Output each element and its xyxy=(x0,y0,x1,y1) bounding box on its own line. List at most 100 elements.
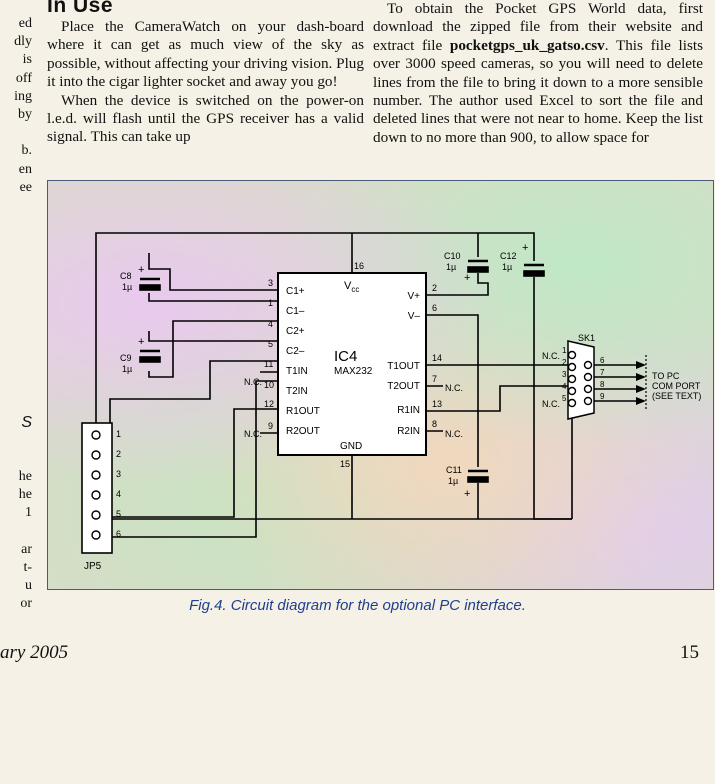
svg-text:C11: C11 xyxy=(446,465,462,475)
left-column-fragments-2: S xyxy=(0,414,32,432)
svg-text:9: 9 xyxy=(600,392,605,401)
fragment-line: en xyxy=(18,161,32,177)
svg-text:12: 12 xyxy=(264,399,274,409)
svg-text:3: 3 xyxy=(116,469,121,479)
c8-bottom-wire xyxy=(148,293,278,302)
svg-text:4: 4 xyxy=(562,382,567,391)
ic-left-pin-names: C1+ C1– C2+ C2– T1IN T2IN R1OUT R2OUT xyxy=(286,286,320,437)
header-pin5-wire xyxy=(110,408,278,518)
svg-text:C1+: C1+ xyxy=(286,286,305,297)
svg-text:+: + xyxy=(138,336,144,348)
svg-text:N.C.: N.C. xyxy=(542,351,560,361)
svg-text:N.C.: N.C. xyxy=(244,377,262,387)
fragment-line: 1 xyxy=(25,505,32,521)
capacitor-labels: C8 1µ + C9 1µ + C10 1µ + C12 1µ + C11 1µ… xyxy=(120,242,528,500)
sk1-left-pin-numbers: 1 2 3 4 5 xyxy=(562,346,567,403)
svg-text:N.C.: N.C. xyxy=(445,383,463,393)
paragraph: To obtain the Pocket GPS World data, fir… xyxy=(373,0,703,147)
fragment-line xyxy=(0,523,32,541)
svg-text:5: 5 xyxy=(268,339,273,349)
ic-right-pin-numbers: 2 6 14 7 13 8 xyxy=(432,283,442,429)
svg-text:COM PORT: COM PORT xyxy=(652,381,701,391)
svg-text:14: 14 xyxy=(432,353,442,363)
svg-text:+: + xyxy=(522,242,528,254)
fragment-line: ar xyxy=(21,541,32,557)
c9-top-wire xyxy=(148,331,278,342)
svg-text:R1OUT: R1OUT xyxy=(286,406,320,417)
fragment-line: b. xyxy=(21,143,33,159)
section-heading: In Use xyxy=(47,0,114,17)
svg-text:+: + xyxy=(464,272,470,284)
paragraph: Place the CameraWatch on your dash-board… xyxy=(47,18,364,91)
text-run: To obtain the Pocket GPS World data, fir… xyxy=(373,0,703,54)
svg-text:C8: C8 xyxy=(120,271,132,281)
svg-text:1µ: 1µ xyxy=(122,282,132,292)
svg-text:R2OUT: R2OUT xyxy=(286,426,320,437)
fragment-line xyxy=(0,124,32,142)
svg-text:10: 10 xyxy=(264,380,274,390)
svg-text:6: 6 xyxy=(116,529,121,539)
gnd-label: GND xyxy=(340,441,362,452)
svg-text:1µ: 1µ xyxy=(446,262,456,272)
pc-arrows xyxy=(636,361,646,405)
ic-right-pin-names: V+ V– T1OUT T2OUT R1IN R2IN xyxy=(387,291,420,437)
gnd-pin-number: 15 xyxy=(340,459,350,469)
svg-text:9: 9 xyxy=(268,421,273,431)
svg-text:T1IN: T1IN xyxy=(286,366,308,377)
paragraph: When the device is switched on the power… xyxy=(47,91,364,146)
ic-body xyxy=(277,272,427,456)
svg-text:5: 5 xyxy=(116,509,121,519)
c11-top-wire xyxy=(426,314,479,467)
svg-text:C9: C9 xyxy=(120,353,132,363)
svg-text:1µ: 1µ xyxy=(122,364,132,374)
fragment-line: off xyxy=(15,70,32,86)
svg-text:2: 2 xyxy=(432,283,437,293)
svg-text:1µ: 1µ xyxy=(502,262,512,272)
svg-text:T2IN: T2IN xyxy=(286,386,308,397)
svg-text:R1IN: R1IN xyxy=(397,405,420,416)
c8-top-wire xyxy=(148,253,278,291)
text-column-middle: Place the CameraWatch on your dash-board… xyxy=(47,18,364,147)
jp5-label: JP5 xyxy=(84,561,102,572)
top-bus-wire xyxy=(95,232,535,431)
svg-text:6: 6 xyxy=(600,356,605,365)
vcc-pin-number: 16 xyxy=(354,261,364,271)
svg-text:1: 1 xyxy=(116,429,121,439)
svg-text:C1–: C1– xyxy=(286,306,305,317)
footer-issue-date: ary 2005 xyxy=(0,642,69,663)
text-column-right: To obtain the Pocket GPS World data, fir… xyxy=(373,0,703,147)
fragment-line: or xyxy=(20,596,32,612)
filename: pocketgps_uk_gatso.csv xyxy=(449,36,605,54)
left-column-fragments: ed dly is off ing by b. en ee xyxy=(0,15,32,197)
svg-text:V–: V– xyxy=(408,311,421,322)
pc-port-label: TO PC COM PORT (SEE TEXT) xyxy=(652,371,701,401)
ic-left-pin-numbers: 3 1 4 5 11 10 12 9 xyxy=(264,278,274,431)
svg-text:13: 13 xyxy=(432,399,442,409)
fragment-line: dly xyxy=(14,34,32,50)
header-pin6-wire xyxy=(110,380,278,538)
svg-text:2: 2 xyxy=(116,449,121,459)
svg-text:R2IN: R2IN xyxy=(397,426,420,437)
fragment-line: S xyxy=(21,414,32,431)
fragment-line: ed xyxy=(18,16,32,31)
fragment-line: by xyxy=(18,106,32,122)
vcc-label: Vcc xyxy=(344,280,359,294)
svg-text:N.C.: N.C. xyxy=(445,429,463,439)
svg-text:7: 7 xyxy=(600,368,605,377)
page-number: 15 xyxy=(680,642,699,663)
fragment-line: ee xyxy=(19,179,32,195)
svg-text:T2OUT: T2OUT xyxy=(387,381,420,392)
svg-text:C12: C12 xyxy=(500,251,517,261)
fragment-line: is xyxy=(22,52,32,68)
svg-text:C10: C10 xyxy=(444,251,461,261)
svg-text:5: 5 xyxy=(562,394,567,403)
svg-text:3: 3 xyxy=(268,278,273,288)
svg-text:C2–: C2– xyxy=(286,346,305,357)
jp5-pin-numbers: 1 2 3 4 5 6 xyxy=(116,429,121,539)
svg-text:1: 1 xyxy=(562,346,567,355)
no-connection-labels: N.C. N.C. N.C. N.C. N.C. N.C. xyxy=(244,351,560,439)
c9-bottom-wire xyxy=(148,320,278,378)
ic-part: MAX232 xyxy=(334,366,373,377)
fragment-line: ing xyxy=(14,88,32,104)
sk1-right-pin-numbers: 6 7 8 9 xyxy=(600,356,605,401)
